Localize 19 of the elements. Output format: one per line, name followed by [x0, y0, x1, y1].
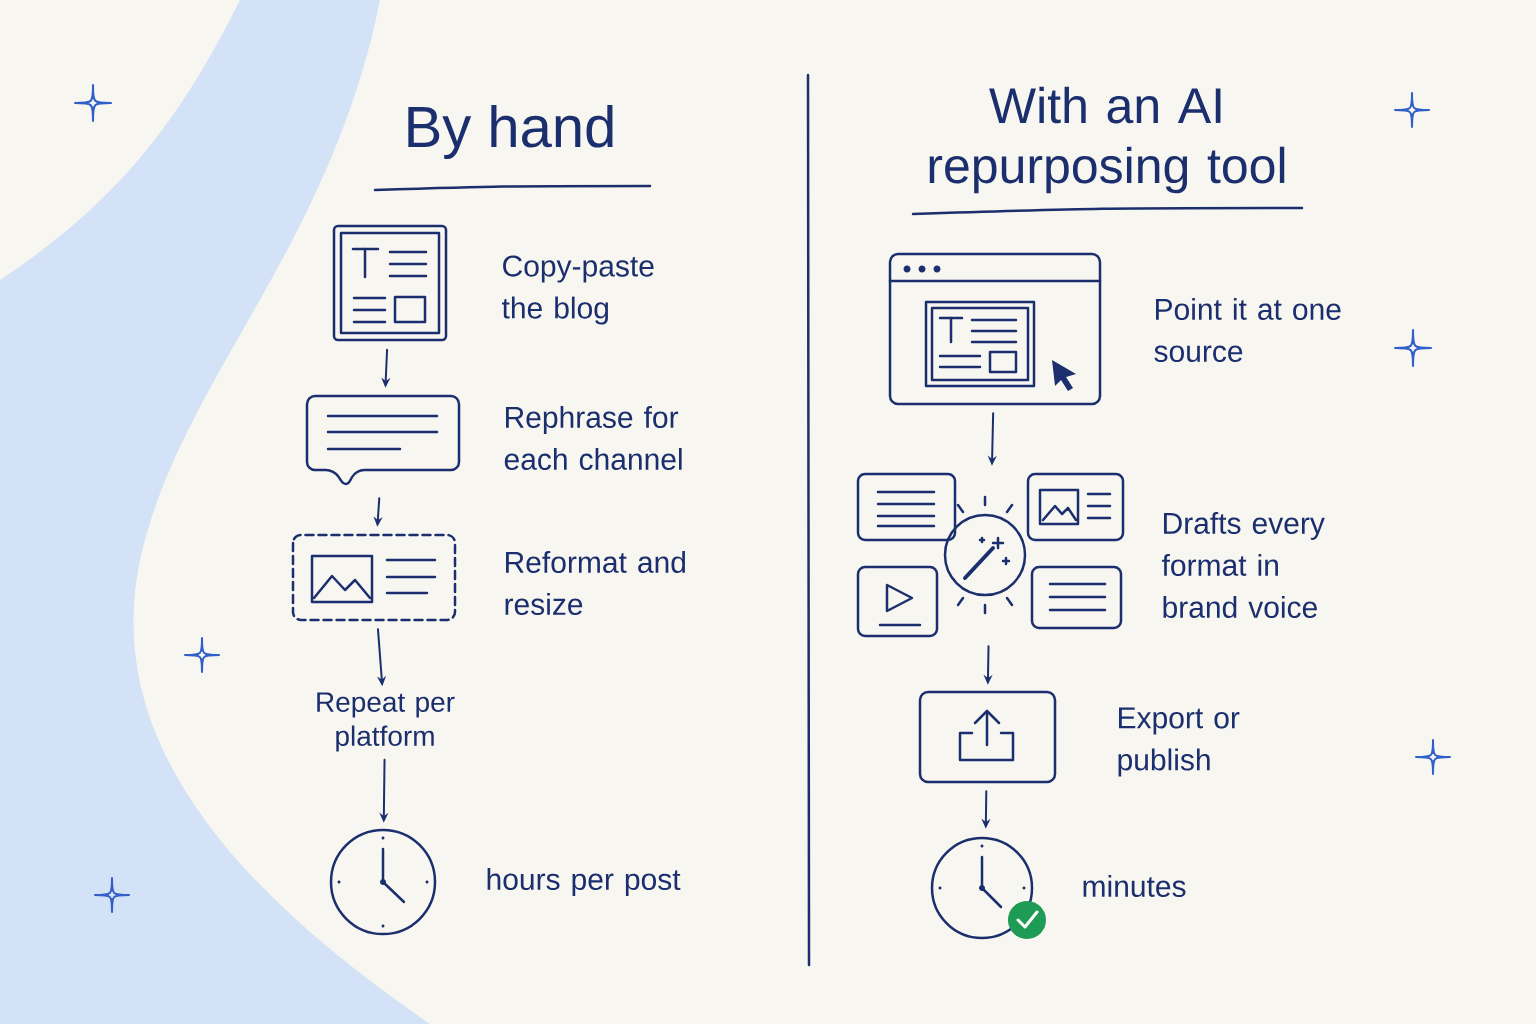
step-text: Repeat per platform	[317, 692, 455, 752]
magic-wand-icon	[856, 472, 1125, 638]
step-label: Point it at one source	[1154, 298, 1341, 362]
step-label: Reformat and resize	[505, 551, 685, 615]
step-label: Drafts every format in brand voice	[1161, 512, 1325, 618]
step-label: Copy-paste the blog	[502, 255, 654, 325]
step-label: Rephrase for each channel	[504, 406, 682, 470]
heading: By hand	[408, 104, 613, 159]
clock-check-icon	[930, 836, 1046, 940]
document-icon	[332, 224, 448, 342]
heading: With an AI repurposing tool	[929, 86, 1285, 194]
speech-bubble-icon	[305, 394, 461, 486]
image-card-icon	[291, 533, 457, 622]
step-label: hours per post	[487, 868, 681, 896]
step-label: minutes	[1083, 875, 1186, 897]
upload-icon	[918, 690, 1057, 784]
browser-window-icon	[888, 252, 1102, 406]
clock-icon	[329, 828, 437, 936]
step-label: Export or publish	[1118, 707, 1240, 777]
